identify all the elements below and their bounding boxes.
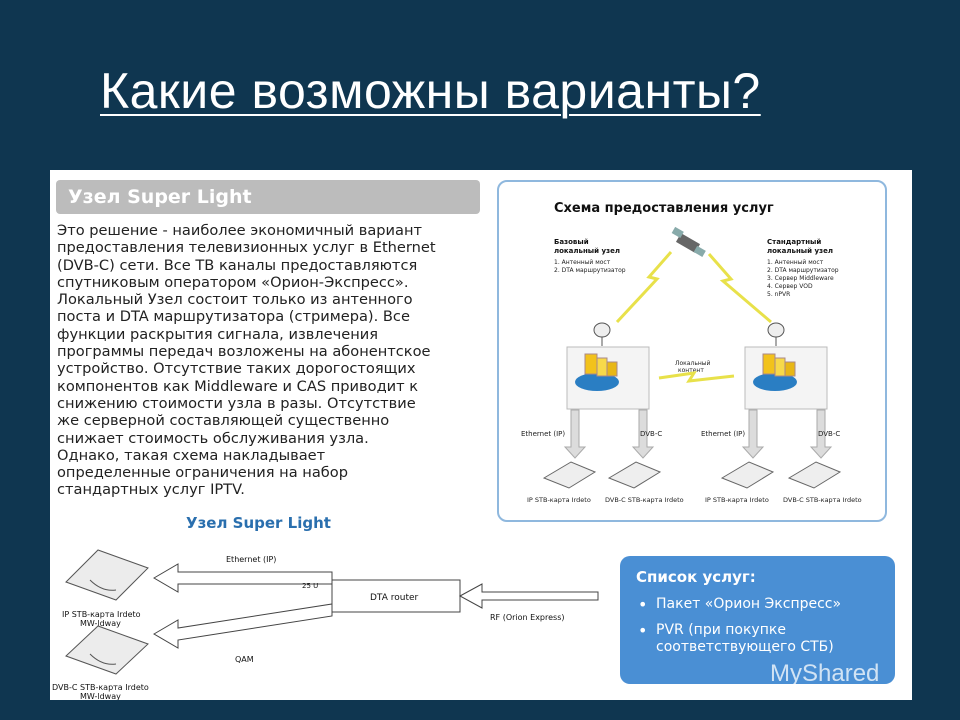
right-node-item: 4. Сервер VOD: [767, 283, 813, 290]
dish-icon: [593, 322, 611, 346]
stb-icon: [65, 549, 149, 601]
device-ip-label: IP STB-карта Irdeto: [705, 496, 769, 504]
super-light-description: Это решение - наиболее экономичный вариа…: [57, 222, 436, 499]
rf-arrow: [458, 583, 599, 609]
left-node-item: 2. DTA маршрутизатор: [554, 267, 626, 274]
device1-label: IP STB-карта Irdeto: [62, 610, 141, 619]
signal-bolt-right: [707, 253, 772, 324]
right-node-item: 3. Сервер Middleware: [767, 275, 834, 282]
svg-text:MW-ldway: MW-ldway: [80, 692, 121, 700]
watermark: MyShared: [770, 660, 880, 687]
left-node-item: 1. Антенный мост: [554, 259, 611, 266]
svg-text:локальный узел: локальный узел: [767, 247, 833, 255]
ethernet-arrow: [153, 563, 333, 593]
content-panel: Узел Super Light Это решение - наиболее …: [50, 170, 912, 700]
server-stack-icon: [575, 353, 619, 391]
right-node-item: 2. DTA маршрутизатор: [767, 267, 839, 274]
link-ethernet-label: Ethernet (IP): [701, 430, 745, 438]
down-arrows: [563, 409, 833, 459]
local-content-bolt: [658, 371, 735, 383]
dta-router-box: [331, 579, 461, 613]
ethernet-label: Ethernet (IP): [226, 555, 276, 564]
super-light-header: Узел Super Light: [56, 180, 480, 214]
satellite-icon: [671, 226, 706, 257]
service-item: Пакет «Орион Экспресс»: [636, 596, 879, 613]
link-ethernet-label: Ethernet (IP): [521, 430, 565, 438]
scheme-title: Схема предоставления услуг: [554, 201, 774, 216]
device-dvbc-label: DVB-C STB-карта Irdeto: [783, 496, 862, 504]
bottom-diagram-title: Узел Super Light: [186, 514, 331, 532]
port-label: 25 U: [302, 582, 318, 590]
link-dvbc-label: DVB-C: [640, 430, 662, 438]
svg-text:MW-ldway: MW-ldway: [80, 619, 121, 628]
signal-bolt-left: [615, 251, 673, 324]
svg-text:локальный узел: локальный узел: [554, 247, 620, 255]
right-node-title: Стандартный: [767, 238, 821, 246]
stb-icon: [65, 625, 149, 675]
local-content-label: Локальный: [675, 360, 711, 367]
qam-label: QAM: [235, 655, 254, 664]
services-list: Пакет «Орион Экспресс» PVR (при покупке …: [636, 596, 879, 656]
services-title: Список услуг:: [636, 568, 756, 586]
scheme-diagram: Схема предоставления услуг Базовый локал…: [497, 180, 887, 522]
rf-label: RF (Orion Express): [490, 613, 565, 622]
router-label: DTA router: [370, 593, 419, 603]
service-item: PVR (при покупке соответствующего СТБ): [636, 622, 879, 656]
left-node-title: Базовый: [554, 238, 589, 246]
dish-icon: [767, 322, 785, 346]
slide-title: Какие возможны варианты?: [100, 63, 761, 119]
link-dvbc-label: DVB-C: [818, 430, 840, 438]
services-box: Список услуг: Пакет «Орион Экспресс» PVR…: [620, 556, 895, 684]
device2-label: DVB-C STB-карта Irdeto: [52, 683, 149, 692]
right-node-item: 1. Антенный мост: [767, 259, 824, 266]
svg-text:контент: контент: [678, 367, 704, 374]
device-dvbc-label: DVB-C STB-карта Irdeto: [605, 496, 684, 504]
device-ip-label: IP STB-карта Irdeto: [527, 496, 591, 504]
stb-icons: [542, 461, 842, 489]
bottom-diagram: IP STB-карта Irdeto MW-ldway DVB-C STB-к…: [52, 549, 599, 700]
right-node-item: 5. nPVR: [767, 291, 790, 298]
server-stack-icon: [753, 353, 797, 391]
qam-arrow: [153, 603, 333, 649]
